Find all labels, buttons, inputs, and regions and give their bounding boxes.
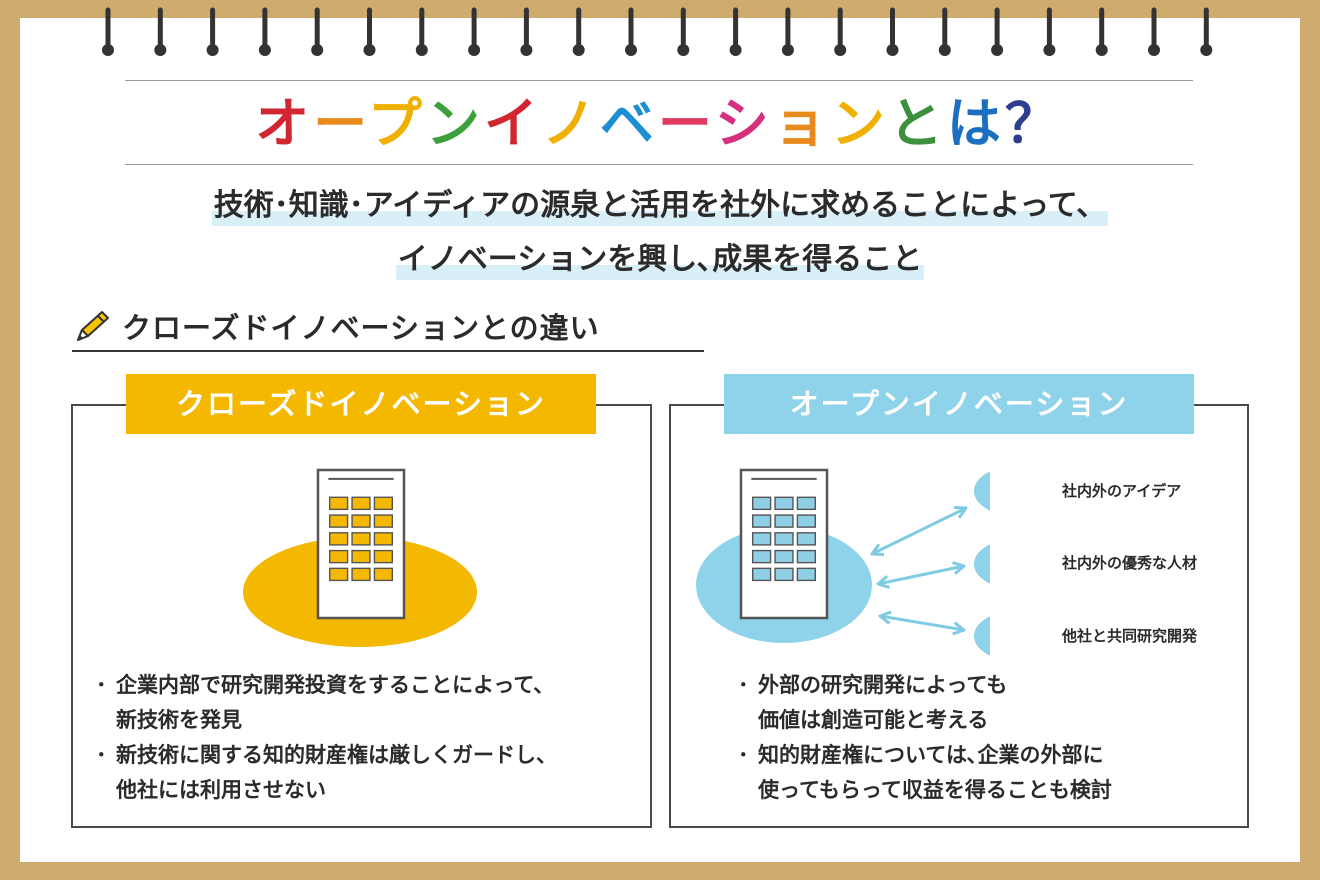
title-char: ョ — [772, 91, 831, 155]
title-char: オ — [255, 91, 314, 155]
binder-ring-icon — [781, 7, 794, 56]
bullet-line: 知的財産権については､企業の外部に — [758, 743, 1104, 767]
binder-ring-icon — [572, 7, 585, 56]
title-char: と — [888, 91, 947, 155]
binder-ring-icon — [520, 7, 533, 56]
open-innovation-label: オープンイノベーション — [724, 374, 1194, 434]
page-title: オープンイノベーションとは？ — [125, 88, 1193, 158]
bullet-dot: ･ — [96, 743, 107, 767]
title-char: ベ — [599, 91, 658, 155]
section-heading: クローズドイノベーションとの違い — [72, 306, 704, 352]
definition-text-2: イノベーションを興し､成果を得ること — [395, 240, 925, 280]
title-bottom-rule — [125, 164, 1193, 165]
bullet-line: 使ってもらって収益を得ることも検討 — [758, 778, 1112, 802]
open-illustration — [696, 468, 990, 656]
building-icon — [316, 468, 406, 620]
binder-ring-icon — [1148, 7, 1160, 56]
bullet-item: ･ 知的財産権については､企業の外部に使ってもらって収益を得ることも検討 — [738, 738, 1112, 808]
section-heading-text: クローズドイノベーションとの違い — [122, 311, 600, 345]
partner-building-2 — [974, 544, 990, 584]
title-char: ン — [425, 91, 484, 155]
partner-label-talent: 社内外の優秀な人材 — [1062, 554, 1198, 572]
double-arrow — [876, 561, 966, 589]
partner-building-3 — [974, 616, 990, 656]
binder-ring-icon — [363, 7, 376, 56]
title-char: ノ — [541, 91, 600, 155]
binder-ring-icon — [991, 7, 1004, 56]
bullet-dot: ･ — [738, 743, 749, 767]
bullet-item: ･ 外部の研究開発によっても価値は創造可能と考える — [738, 668, 1112, 738]
title-char: イ — [483, 91, 542, 155]
binder-rings — [102, 7, 1213, 56]
closed-illustration — [243, 468, 477, 647]
title-char: プ — [367, 91, 426, 155]
title-char: は — [946, 91, 1005, 155]
bullet-dot: ･ — [738, 673, 749, 697]
partner-building-1 — [974, 471, 990, 511]
bullet-item: ･ 新技術に関する知的財産権は厳しくガードし、他社には利用させない — [96, 738, 557, 808]
bullet-dot: ･ — [96, 673, 107, 697]
binder-ring-icon — [1043, 7, 1056, 56]
binder-ring-icon — [415, 7, 428, 56]
binder-ring-icon — [1200, 7, 1213, 56]
double-arrow — [878, 610, 966, 636]
title-char: ？ — [1004, 91, 1063, 155]
bullet-line: 新技術を発見 — [116, 708, 242, 732]
binder-ring-icon — [206, 7, 219, 56]
binder-ring-icon — [834, 7, 847, 56]
title-char: ー — [313, 91, 368, 155]
partner-buildings — [974, 471, 990, 656]
title-top-rule — [125, 80, 1193, 81]
bullet-line: 外部の研究開発によっても — [758, 673, 1008, 697]
title-char: ー — [657, 91, 715, 155]
definition-text-1: 技術･知識･アイディアの源泉と活用を社外に求めることによって、 — [211, 186, 1109, 226]
closed-bullet-list: ･ 企業内部で研究開発投資をすることによって、新技術を発見 ･ 新技術に関する知的財産… — [96, 668, 557, 808]
exchange-arrows — [870, 505, 968, 636]
binder-ring-icon — [729, 7, 742, 56]
binder-ring-icon — [258, 7, 271, 56]
binder-ring-icon — [468, 7, 481, 56]
title-char: シ — [714, 91, 773, 155]
closed-innovation-label: クローズドイノベーション — [126, 374, 596, 434]
pencil-icon — [77, 311, 109, 341]
binder-ring-icon — [886, 7, 899, 56]
open-bullet-list: ･ 外部の研究開発によっても価値は創造可能と考える ･ 知的財産権については､企業の外… — [738, 668, 1112, 808]
binder-ring-icon — [154, 7, 167, 56]
binder-ring-icon — [938, 7, 951, 56]
bullet-line: 他社には利用させない — [116, 778, 326, 802]
partner-label-ideas: 社内外のアイデア — [1062, 482, 1182, 500]
building-icon — [739, 468, 829, 620]
bullet-line: 企業内部で研究開発投資をすることによって、 — [116, 673, 555, 697]
binder-ring-icon — [625, 7, 637, 56]
double-arrow — [870, 505, 968, 557]
bullet-line: 新技術に関する知的財産権は厳しくガードし、 — [116, 743, 557, 767]
definition-line-1: 技術･知識･アイディアの源泉と活用を社外に求めることによって、 — [0, 186, 1320, 226]
binder-ring-icon — [1095, 7, 1108, 56]
binder-ring-icon — [311, 7, 324, 56]
bullet-line: 価値は創造可能と考える — [758, 708, 989, 732]
binder-ring-icon — [677, 7, 690, 56]
title-char: ン — [830, 91, 889, 155]
binder-ring-icon — [102, 7, 114, 56]
definition-line-2: イノベーションを興し､成果を得ること — [0, 240, 1320, 280]
partner-label-joint-research: 他社と共同研究開発 — [1062, 627, 1198, 645]
bullet-item: ･ 企業内部で研究開発投資をすることによって、新技術を発見 — [96, 668, 557, 738]
